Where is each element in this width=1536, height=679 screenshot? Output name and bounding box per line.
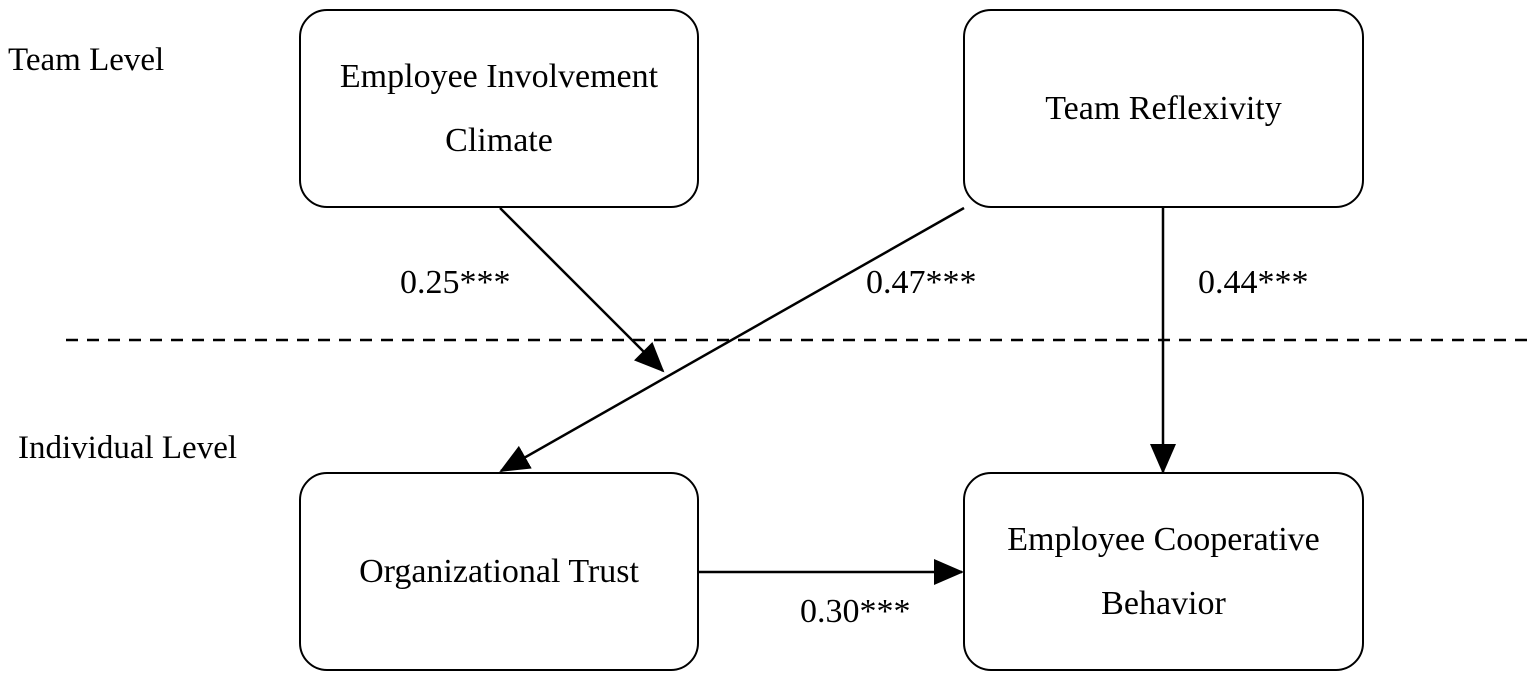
coef-reflexivity-to-cooperation: 0.44*** [1198, 264, 1309, 301]
node-team-reflexivity: Team Reflexivity [963, 9, 1364, 208]
individual-level-label: Individual Level [18, 430, 238, 466]
node-organizational-trust: Organizational Trust [299, 472, 699, 671]
node-label-line: Employee Cooperative [1007, 520, 1320, 558]
node-label-line: Organizational Trust [359, 552, 639, 590]
arrow-reflexivity-to-trust [499, 206, 965, 473]
coef-climate-to-trust-link: 0.25*** [400, 264, 511, 301]
node-employee-cooperative-behavior: Employee Cooperative Behavior [963, 472, 1364, 671]
coef-reflexivity-to-trust: 0.47*** [866, 264, 977, 301]
arrow-climate-to-trust-link [499, 207, 665, 373]
node-label-line: Team Reflexivity [1045, 89, 1282, 127]
team-level-label: Team Level [8, 42, 165, 78]
node-employee-involvement-climate: Employee Involvement Climate [299, 9, 699, 208]
coef-trust-to-cooperation: 0.30*** [800, 593, 911, 630]
node-label-line: Employee Involvement [339, 57, 659, 95]
node-label-line: Climate [445, 121, 553, 159]
node-label-line: Behavior [1101, 584, 1226, 622]
